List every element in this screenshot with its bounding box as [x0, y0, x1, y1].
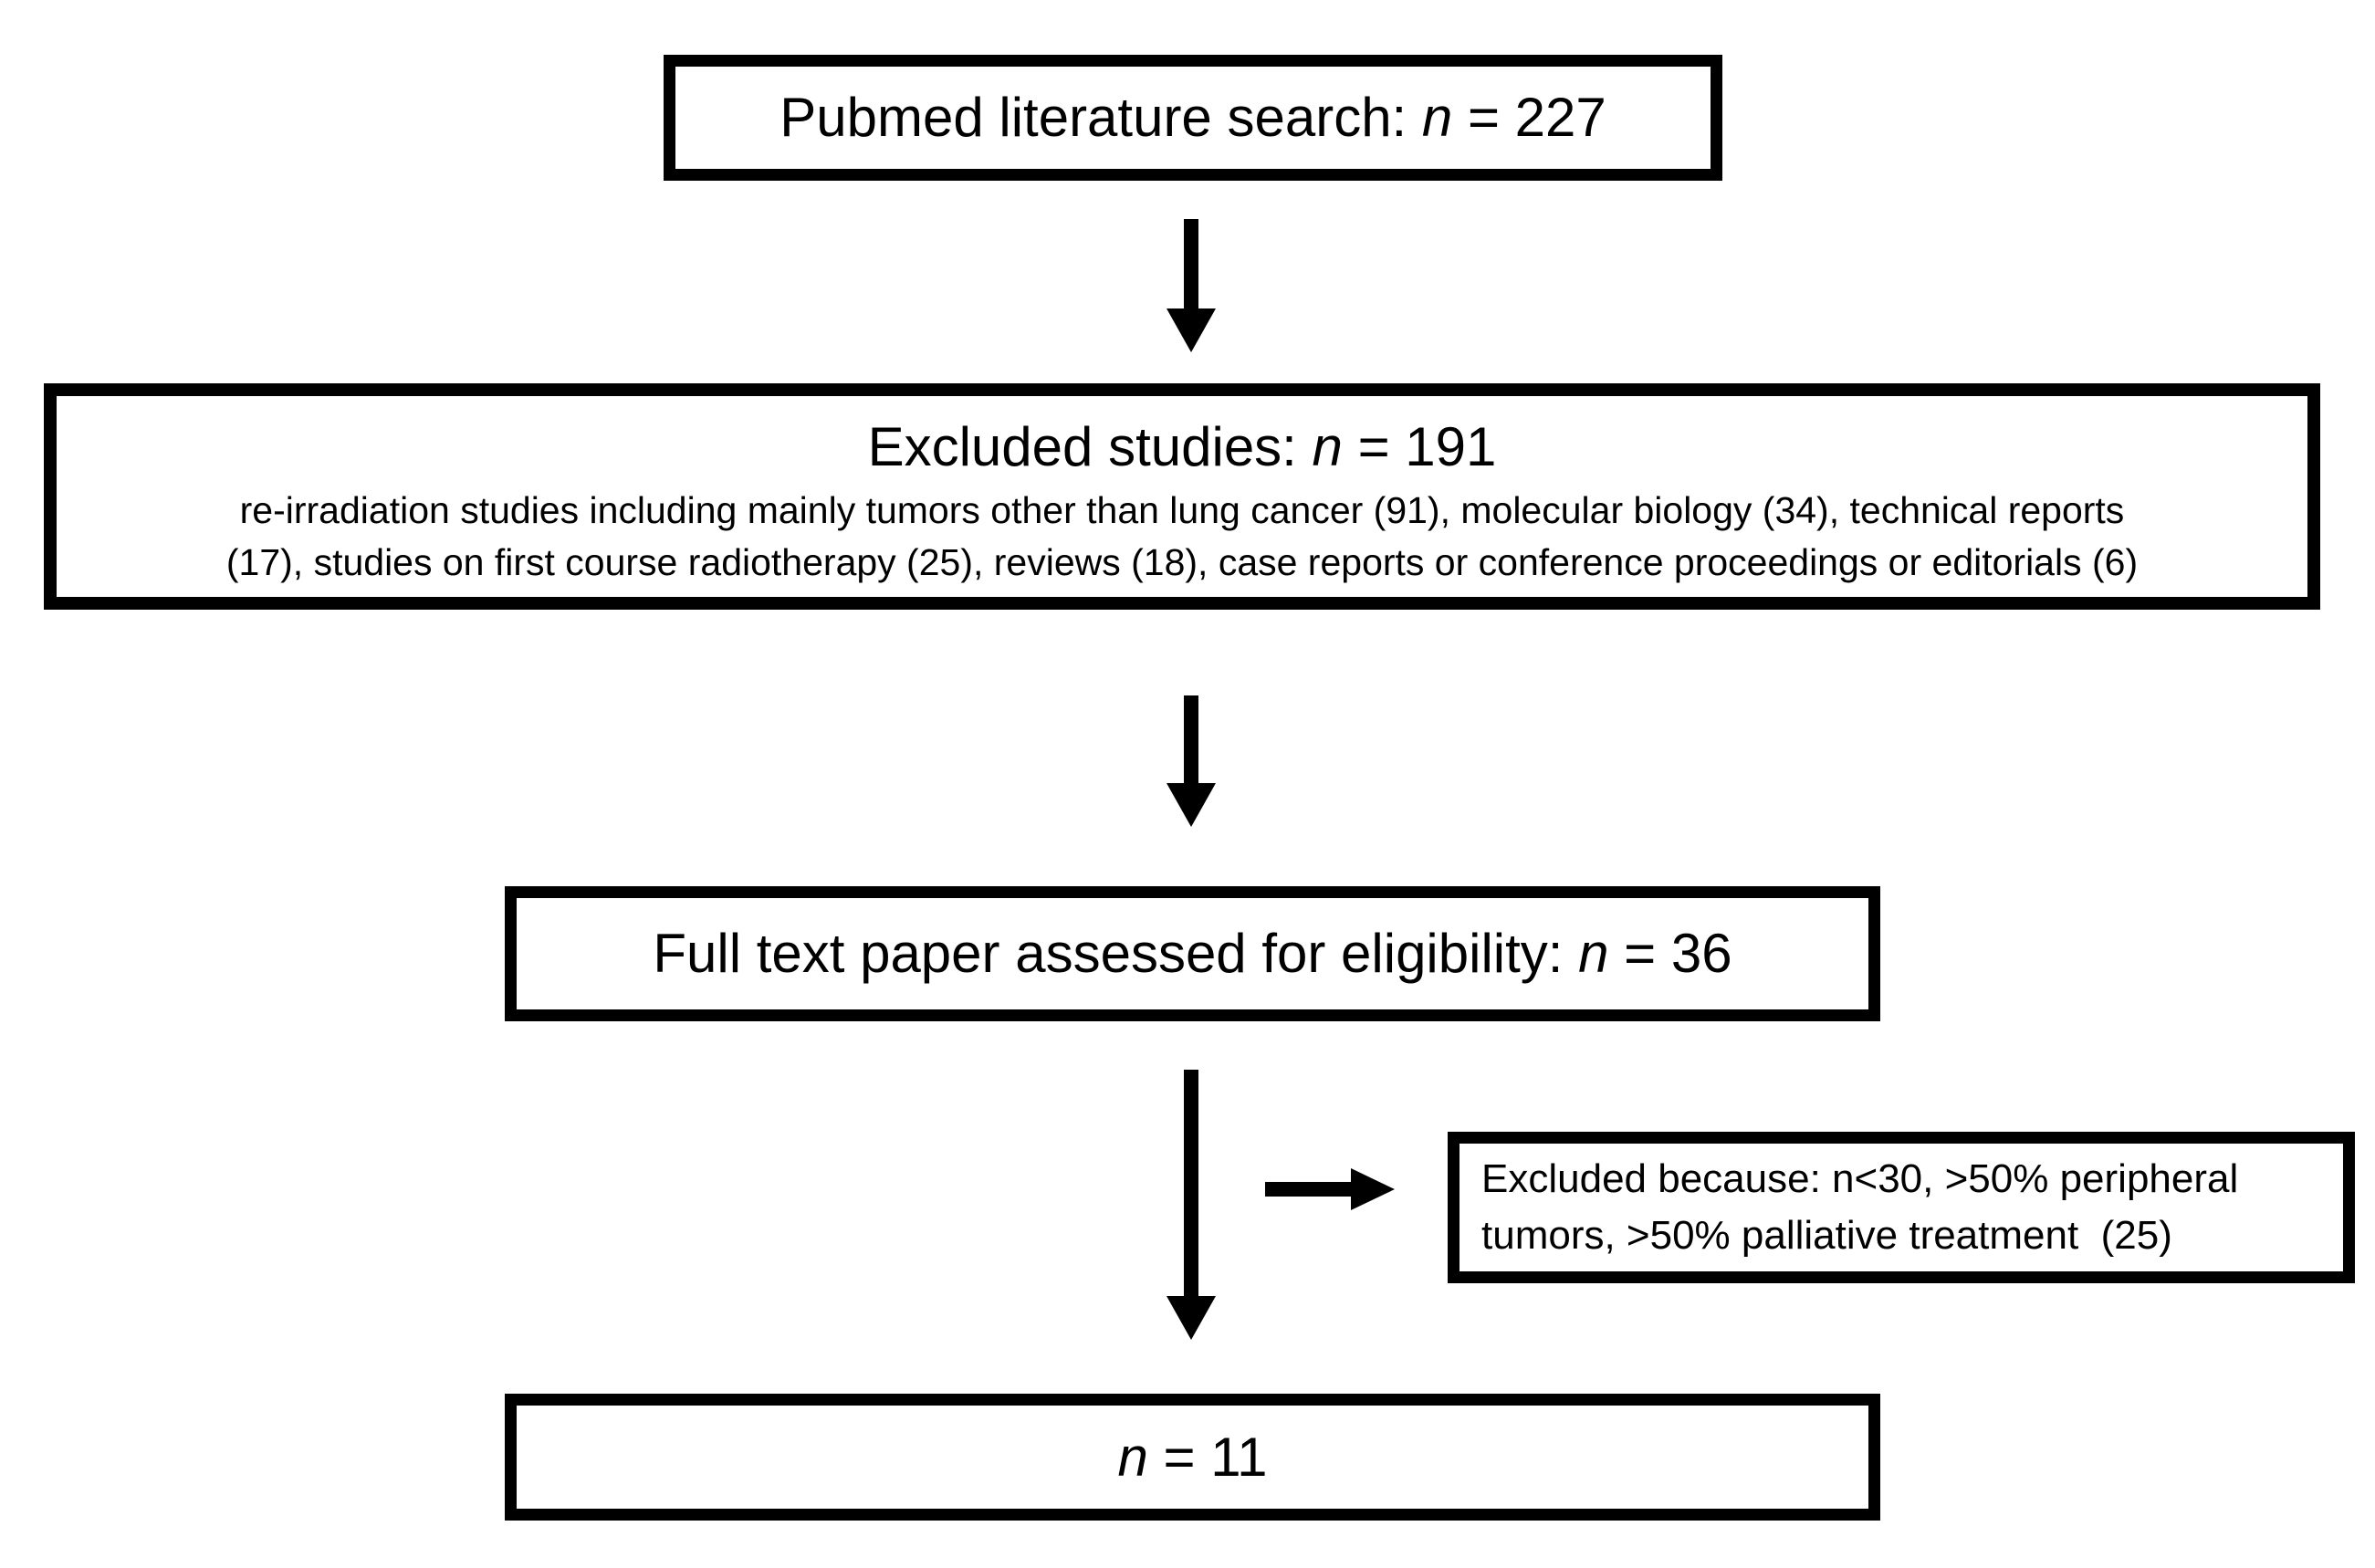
fulltext-assessed-count: = 36: [1608, 923, 1732, 985]
down-arrow-1-stem: [1184, 219, 1198, 310]
right-arrow-head: [1351, 1168, 1395, 1210]
n-symbol: n: [1421, 87, 1453, 149]
side-exclusion-line-1: Excluded because: n<30, >50% peripheral: [1481, 1155, 2239, 1201]
pubmed-search-count: = 227: [1452, 87, 1606, 149]
right-arrow-stem: [1265, 1182, 1353, 1197]
final-count-value: = 11: [1147, 1426, 1268, 1488]
fulltext-assessed-label: Full text paper assessed for eligibility…: [653, 923, 1579, 985]
side-exclusion-box: Excluded because: n<30, >50% peripheral …: [1448, 1132, 2355, 1283]
excluded-studies-title: Excluded studies: n = 191: [868, 416, 1497, 477]
n-symbol: n: [1312, 416, 1343, 477]
n-symbol: n: [1117, 1426, 1148, 1488]
down-arrow-3-head: [1167, 1296, 1216, 1340]
final-count-box: n = 11: [505, 1394, 1880, 1521]
down-arrow-2-stem: [1184, 695, 1198, 785]
fulltext-assessed-text: Full text paper assessed for eligibility…: [653, 923, 1732, 984]
pubmed-search-label: Pubmed literature search:: [779, 87, 1422, 149]
excluded-detail-line-1: re-irradiation studies including mainly …: [239, 489, 2125, 532]
down-arrow-2-head: [1167, 783, 1216, 827]
excluded-studies-detail: re-irradiation studies including mainly …: [226, 485, 2138, 588]
side-exclusion-text: Excluded because: n<30, >50% peripheral …: [1481, 1151, 2238, 1265]
side-exclusion-line-2: tumors, >50% palliative treatment (25): [1481, 1213, 2172, 1258]
n-symbol: n: [1578, 923, 1609, 985]
excluded-studies-count: = 191: [1342, 416, 1497, 477]
fulltext-assessed-box: Full text paper assessed for eligibility…: [505, 886, 1880, 1021]
down-arrow-1-head: [1167, 308, 1216, 352]
excluded-studies-box: Excluded studies: n = 191 re-irradiation…: [44, 383, 2320, 610]
pubmed-search-box: Pubmed literature search: n = 227: [664, 55, 1722, 181]
pubmed-search-text: Pubmed literature search: n = 227: [779, 87, 1606, 148]
excluded-studies-label: Excluded studies:: [867, 416, 1313, 477]
down-arrow-3-stem: [1184, 1070, 1198, 1298]
excluded-detail-line-2: (17), studies on first course radiothera…: [225, 540, 2139, 583]
final-count-text: n = 11: [1117, 1427, 1267, 1488]
